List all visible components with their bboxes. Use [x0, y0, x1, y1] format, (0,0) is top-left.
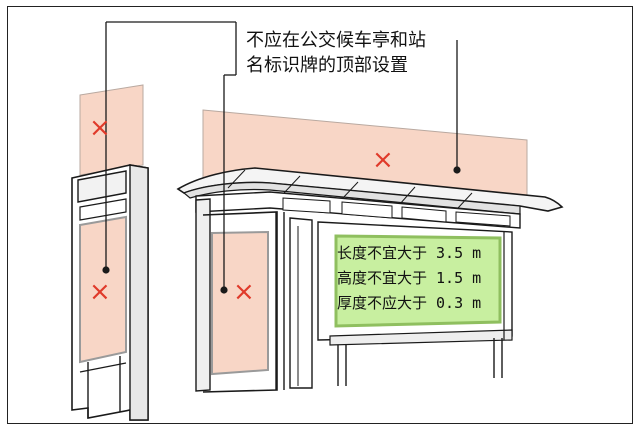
leader-dot-shelter-top: [453, 166, 461, 174]
note-height: 高度不宜大于 1.5 m: [337, 269, 481, 287]
sign-board-illustration: [71, 84, 149, 421]
note-thickness: 厚度不应大于 0.3 m: [337, 294, 481, 312]
sign-info-panel-prohibited: [79, 215, 127, 364]
leader-dot-shelter-ad: [220, 286, 228, 294]
cross-marker-shelter-top: ×: [372, 145, 394, 175]
shelter-left-frame: [195, 198, 211, 392]
sign-header-box: [77, 170, 127, 203]
note-length: 长度不宜大于 3.5 m: [337, 244, 481, 262]
cross-marker-shelter-ad: ×: [233, 277, 255, 307]
cross-markers: × × × ×: [89, 113, 394, 307]
leader-lines: [102, 21, 461, 294]
shelter-allowed-panel: [334, 234, 502, 328]
cross-marker-sign-panel: ×: [89, 277, 111, 307]
cross-marker-sign-top: ×: [89, 113, 111, 143]
allowed-panel-notes: 长度不宜大于 3.5 m 高度不宜大于 1.5 m 厚度不应大于 0.3 m: [337, 244, 481, 312]
top-annotation: 不应在公交候车亭和站 名标识牌的顶部设置: [246, 30, 426, 76]
annotation-line-1: 不应在公交候车亭和站: [246, 30, 426, 51]
shelter-ad-panel-prohibited: [211, 230, 269, 376]
leader-dot-sign: [102, 266, 110, 274]
bus-shelter-illustration: [176, 109, 564, 393]
sign-top-prohibited-panel: [79, 84, 144, 176]
annotation-line-2: 名标识牌的顶部设置: [246, 55, 408, 76]
